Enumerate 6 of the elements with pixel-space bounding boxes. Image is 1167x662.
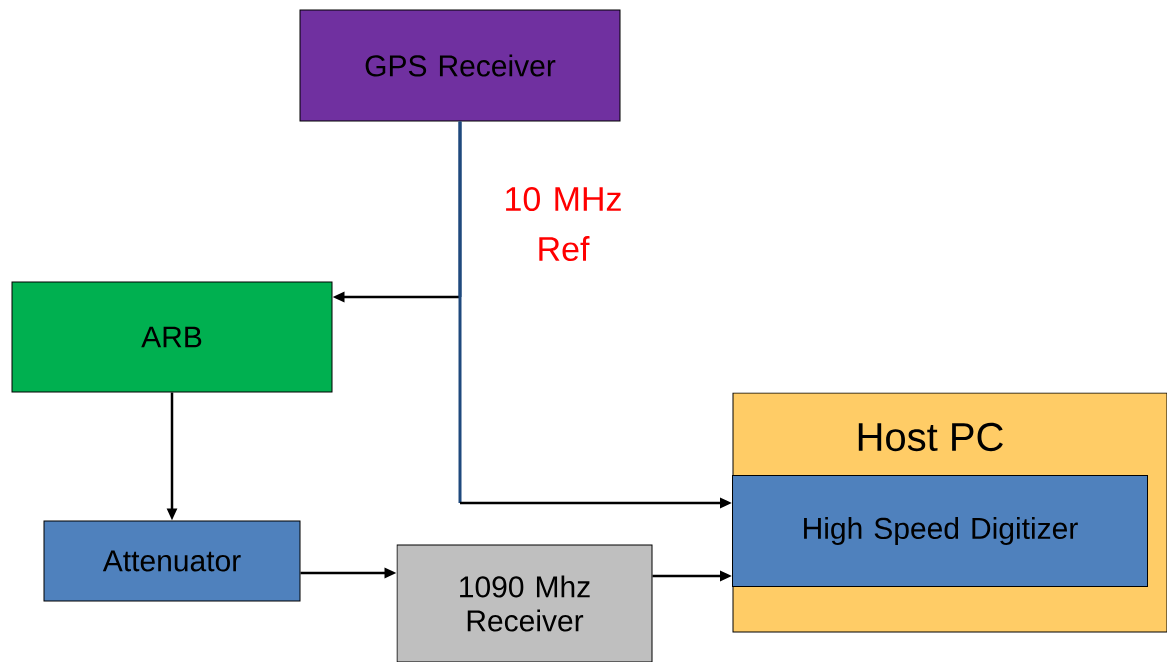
edge-label: 10 MHz Ref — [506, 186, 621, 262]
process-box: 1090 Mhz Receiver — [396, 544, 653, 662]
process-box: ARB — [11, 281, 333, 393]
process-box: High Speed Digitizer — [732, 475, 1148, 587]
process-box: GPS Receiver — [299, 9, 621, 122]
process-box: Attenuator — [43, 520, 301, 602]
